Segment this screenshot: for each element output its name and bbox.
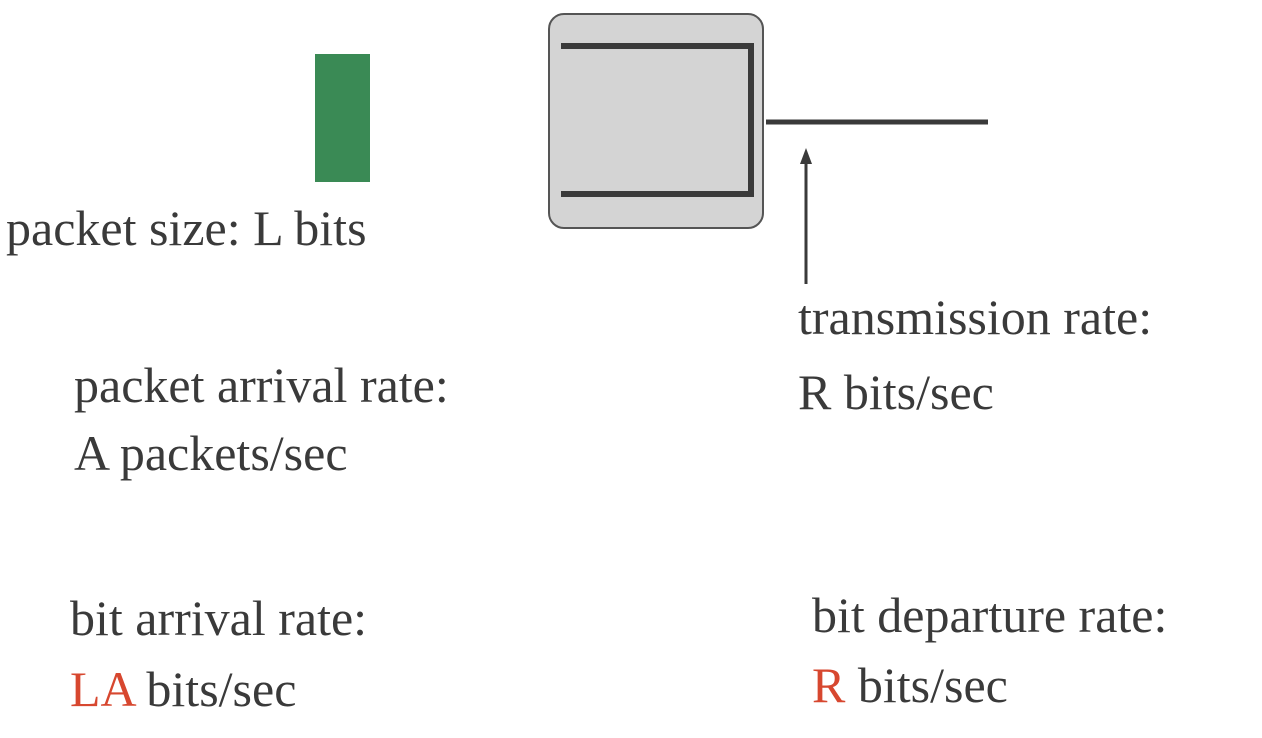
bit-departure-rate-title: bit departure rate: <box>812 587 1168 643</box>
packet-size-label: packet size: L bits <box>6 200 367 256</box>
packet-arrival-rate-value: A packets/sec <box>74 425 348 481</box>
bit-arrival-suffix: bits/sec <box>133 661 297 717</box>
transmission-rate-value: R bits/sec <box>798 364 994 420</box>
bit-arrival-rate-title: bit arrival rate: <box>70 590 368 646</box>
bit-departure-highlight: R <box>812 657 846 713</box>
bit-arrival-highlight: LA <box>70 661 134 717</box>
queue-buffer-shape <box>561 43 754 197</box>
bit-departure-rate-value: R bits/sec <box>812 660 1008 710</box>
bit-departure-suffix: bits/sec <box>845 657 1008 713</box>
transmission-arrow-head <box>800 148 812 164</box>
transmission-rate-title: transmission rate: <box>798 289 1153 345</box>
packet-rectangle <box>315 54 370 182</box>
packet-arrival-rate-title: packet arrival rate: <box>74 357 449 413</box>
bit-arrival-rate-value: LA bits/sec <box>70 664 296 714</box>
